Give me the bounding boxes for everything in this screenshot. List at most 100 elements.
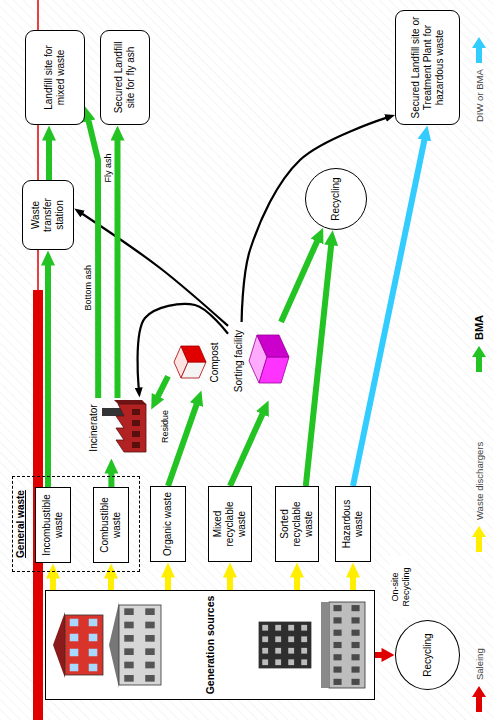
compost-icon: Compost xyxy=(168,335,224,390)
building-window xyxy=(69,649,78,657)
icon-group xyxy=(102,400,146,452)
building-window xyxy=(88,634,97,642)
cube-right xyxy=(181,347,206,363)
building-window xyxy=(124,676,133,683)
legend-item: BMA xyxy=(470,315,488,372)
building-window xyxy=(145,636,154,643)
factory-window xyxy=(132,420,140,426)
legend-arrow xyxy=(472,526,486,552)
building-window xyxy=(301,625,307,631)
legend-text: DIW or BMA xyxy=(474,69,485,122)
node-text: Secured Landfill site for fly ash xyxy=(113,35,137,120)
building-window xyxy=(145,609,154,616)
building-window xyxy=(88,649,97,657)
building-window xyxy=(262,648,268,654)
building-window xyxy=(262,625,268,631)
flow-arrow xyxy=(45,265,51,487)
building-roof xyxy=(53,613,65,679)
flow-arrow xyxy=(306,245,331,486)
building-roof xyxy=(321,603,329,689)
building-window xyxy=(262,660,268,666)
building-window xyxy=(124,636,133,643)
flow-arrow xyxy=(227,577,233,590)
building-window xyxy=(145,622,154,629)
building-window xyxy=(124,609,133,616)
flow-arrow xyxy=(46,140,52,180)
cube-left xyxy=(259,357,289,383)
flow-arrow xyxy=(294,577,300,590)
node-text: Sorted recyclable waste xyxy=(279,491,315,557)
building-body xyxy=(259,623,311,669)
building-window xyxy=(333,618,341,624)
building-body xyxy=(65,616,103,676)
flow-arrow xyxy=(242,118,386,322)
waste-category-box: Organic waste xyxy=(150,486,186,562)
building-window xyxy=(288,625,294,631)
building-window xyxy=(69,664,78,672)
building-window xyxy=(301,637,307,643)
legend-text: BMA xyxy=(473,315,485,340)
building-window xyxy=(333,655,341,661)
flow-arrow xyxy=(158,376,168,396)
flow-arrow xyxy=(115,140,121,398)
node-text: Hazardous waste xyxy=(341,491,365,557)
building-window xyxy=(124,649,133,656)
flow-arrow xyxy=(350,577,356,590)
node-text: Generation sources xyxy=(204,595,217,695)
icon-illustration xyxy=(245,331,291,391)
legend-arrow xyxy=(472,686,486,712)
legend-item: Saleing xyxy=(470,648,488,712)
legend-arrow-swatch xyxy=(472,346,486,372)
building-window xyxy=(69,619,78,627)
legend-arrow xyxy=(472,37,486,63)
building-body xyxy=(329,603,365,689)
building-window xyxy=(145,662,154,669)
node-text: Recycling xyxy=(330,173,342,225)
node-text: General waste xyxy=(15,480,27,568)
factory-body xyxy=(116,404,146,452)
building-window xyxy=(351,630,359,636)
flow-arrow xyxy=(165,577,171,590)
recycling-circle: Recycling xyxy=(395,620,460,690)
legend-item: DIW or BMA xyxy=(470,37,488,122)
building-window xyxy=(333,630,341,636)
building-window xyxy=(124,622,133,629)
building-window xyxy=(301,660,307,666)
icon-group xyxy=(249,335,289,383)
building-window xyxy=(333,679,341,685)
icon-illustration xyxy=(171,341,209,385)
building-window xyxy=(288,660,294,666)
flow-arrow xyxy=(281,241,317,322)
building-window xyxy=(88,619,97,627)
building-window xyxy=(351,667,359,673)
building-roof xyxy=(109,603,119,689)
waste-category-box: Combustible waste xyxy=(93,487,129,563)
flow-label: On-site Recycling xyxy=(390,556,412,618)
flow-arrow xyxy=(50,578,56,590)
node-text: Organic waste xyxy=(162,491,174,557)
node-text: Landfill site for mixed waste xyxy=(43,35,67,120)
building-window xyxy=(351,655,359,661)
sorting-facility-icon: Sorting facility xyxy=(228,322,296,400)
legend-text: Saleing xyxy=(474,648,485,680)
legend-text: Waste dischargers xyxy=(474,442,485,520)
building-window xyxy=(145,676,154,683)
node-text: Recycling xyxy=(422,625,434,685)
cube-left xyxy=(181,363,206,379)
waste-category-box: Mixed recyclable waste xyxy=(208,486,252,562)
building-window xyxy=(262,637,268,643)
building-window xyxy=(69,634,78,642)
node-text: Combustible waste xyxy=(99,492,123,558)
building-window xyxy=(275,637,281,643)
node-text: Sorting facility xyxy=(233,322,245,400)
icon-group xyxy=(174,347,206,379)
node-text: Waste transfer station xyxy=(30,185,66,245)
flow-label: Bottom ash xyxy=(83,263,94,313)
factory-side xyxy=(114,400,146,404)
landfill-box: Landfill site for mixed waste xyxy=(25,30,85,125)
building-window xyxy=(351,606,359,612)
generation-source-box: Generation sources xyxy=(45,590,375,700)
